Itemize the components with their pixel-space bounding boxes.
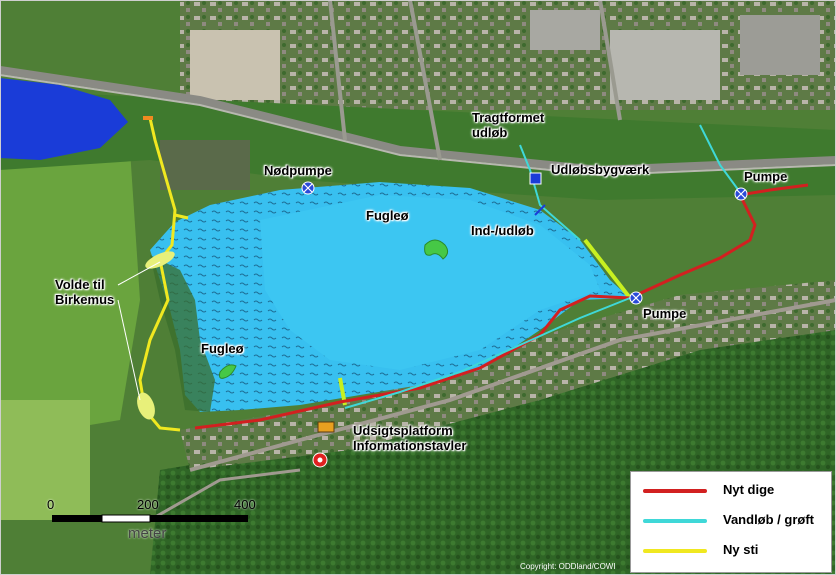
wetland [160, 140, 250, 190]
label-emergency-pump: Nødpumpe [264, 163, 332, 178]
scale-bar-segment [150, 515, 248, 522]
legend-row-dike: Nyt dige [643, 480, 829, 502]
vole-embankment-north [145, 251, 175, 269]
residential-strip [180, 280, 836, 470]
map-legend: Nyt dige Vandløb / grøft Ny sti [630, 471, 832, 573]
legend-swatch [643, 549, 707, 553]
stream-south [344, 297, 631, 409]
road [328, 0, 347, 141]
bird-island-south [219, 364, 237, 379]
path-start-marker [143, 116, 153, 120]
stream-outlet [519, 144, 581, 241]
industrial-building [740, 15, 820, 75]
outlet-structure-icon [529, 172, 542, 185]
label-bird-island-north: Fugleø [366, 208, 409, 223]
label-pump-northeast: Pumpe [744, 169, 788, 184]
label-outlet-structure: Udløbsbygværk [551, 162, 650, 177]
industrial-building [610, 30, 720, 100]
legend-swatch [643, 489, 707, 493]
new-dike-line [194, 183, 809, 430]
label-pump-east: Pumpe [643, 306, 687, 321]
water-northwest [0, 78, 128, 160]
copyright-notice: Copyright: ODDland/COWI [520, 562, 616, 571]
pump-cross [303, 183, 313, 193]
info-dot [317, 457, 323, 463]
scale-unit: meter [128, 525, 167, 542]
label-inlet-outlet: Ind-/udløb [471, 223, 534, 238]
road [598, 0, 622, 121]
legend-label: Vandløb / grøft [723, 512, 814, 527]
industrial-building [530, 10, 600, 50]
field-west [0, 150, 140, 440]
scale-tick-0: 0 [47, 497, 55, 512]
label-vole-embankments: Volde til Birkemus [55, 277, 115, 307]
label-bird-island-south: Fugleø [201, 341, 244, 356]
railway-track [0, 74, 836, 177]
legend-row-stream: Vandløb / grøft [643, 510, 829, 532]
pump-cross [631, 293, 641, 303]
legend-swatch [643, 519, 707, 523]
bird-island-north [424, 239, 449, 260]
scale-bar-segment [52, 515, 102, 522]
road-south [189, 298, 836, 472]
inlet-outlet-marker [534, 204, 546, 216]
pump-cross [736, 189, 746, 199]
new-path-east [583, 238, 632, 300]
new-path-spur [174, 213, 189, 220]
scale-tick-200: 200 [137, 497, 159, 512]
legend-label: Nyt dige [723, 482, 775, 497]
legend-label: Ny sti [723, 542, 759, 557]
vole-embankment-south [137, 392, 155, 420]
label-funnel-outlet: Tragtformet udløb [472, 110, 545, 140]
field-southwest [0, 400, 90, 520]
leader-line [117, 261, 161, 286]
leader-line [117, 299, 141, 401]
viewing-platform-icon [317, 421, 335, 433]
legend-row-path: Ny sti [643, 540, 829, 562]
industrial-area [180, 0, 836, 110]
road [408, 0, 442, 161]
lake-open-water [260, 195, 600, 370]
railway [0, 66, 836, 175]
road-southwest [149, 468, 301, 522]
gravel-yard [190, 30, 280, 100]
scale-bar-segment [101, 514, 151, 523]
stream-northeast [699, 124, 743, 196]
label-viewing-platform: Udsigtsplatform Informationstavler [353, 423, 467, 453]
scale-tick-400: 400 [234, 497, 256, 512]
